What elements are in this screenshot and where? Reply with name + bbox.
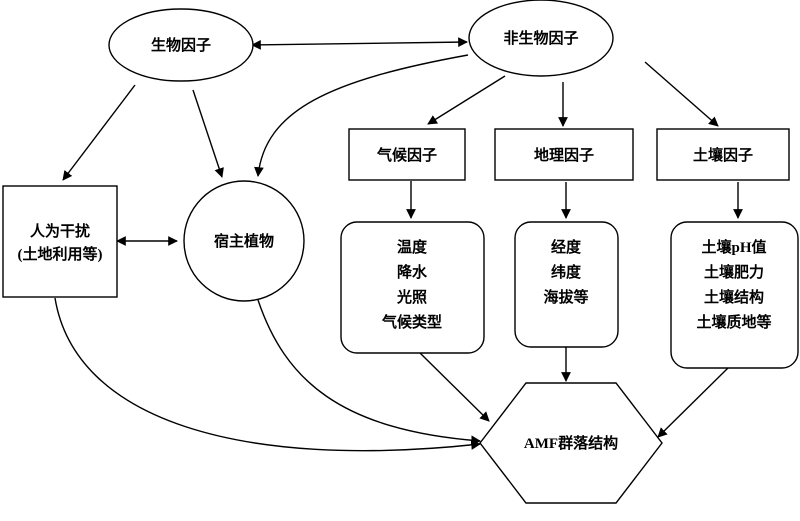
geo-detail-altitude: 海拔等 <box>543 288 588 306</box>
node-geographic-factors: 地理因子 <box>494 128 634 181</box>
arrow-abiotic-climate <box>427 75 506 125</box>
geographic-factors-label: 地理因子 <box>534 146 594 164</box>
arrow-human-amf <box>54 297 481 452</box>
node-geographic-details: 经度 纬度 海拔等 <box>514 221 619 348</box>
abiotic-factors-label: 非生物因子 <box>503 29 578 47</box>
soil-detail-fertility: 土壤肥力 <box>704 263 764 281</box>
node-host-plant: 宿主植物 <box>183 180 305 302</box>
arrow-biotic-host <box>192 89 224 178</box>
connectors <box>54 37 743 452</box>
climate-detail-temperature: 温度 <box>397 238 428 256</box>
node-climate-details: 温度 降水 光照 气候类型 <box>340 221 485 354</box>
geo-detail-longitude: 经度 <box>551 238 582 256</box>
amf-community-label: AMF群落结构 <box>524 434 618 452</box>
arrow-soil-detail-amf <box>657 367 729 438</box>
node-abiotic-factors: 非生物因子 <box>468 0 614 77</box>
arrow-host-amf <box>257 299 481 446</box>
climate-detail-light: 光照 <box>396 288 427 306</box>
soil-detail-structure: 土壤结构 <box>704 288 764 306</box>
arrow-abiotic-soil <box>644 61 719 127</box>
human-disturbance-line-1: 人为干扰 <box>30 222 90 240</box>
soil-detail-texture: 土壤质地等 <box>696 313 771 331</box>
node-climate-factors: 气候因子 <box>348 128 466 181</box>
node-soil-factors: 土壤因子 <box>656 128 790 181</box>
node-amf-community: AMF群落结构 <box>479 382 663 504</box>
climate-factors-label: 气候因子 <box>376 146 437 164</box>
arrow-climate-detail-amf <box>419 352 490 422</box>
soil-detail-ph: 土壤pH值 <box>701 238 766 256</box>
node-human-disturbance: 人为干扰 (土地利用等) <box>2 185 118 298</box>
arrow-abiotic-host <box>254 54 469 177</box>
climate-detail-climate-type: 气候类型 <box>381 313 442 331</box>
arrow-biotic-abiotic <box>251 37 468 50</box>
arrow-biotic-human <box>62 84 136 181</box>
climate-detail-precipitation: 降水 <box>397 263 428 281</box>
node-soil-details: 土壤pH值 土壤肥力 土壤结构 土壤质地等 <box>670 221 799 369</box>
geo-detail-latitude: 纬度 <box>551 263 582 281</box>
human-disturbance-line-2: (土地利用等) <box>18 245 103 263</box>
soil-factors-label: 土壤因子 <box>693 146 753 164</box>
host-plant-label: 宿主植物 <box>214 232 274 250</box>
node-biotic-factors: 生物因子 <box>108 8 254 82</box>
biotic-factors-label: 生物因子 <box>151 36 211 54</box>
